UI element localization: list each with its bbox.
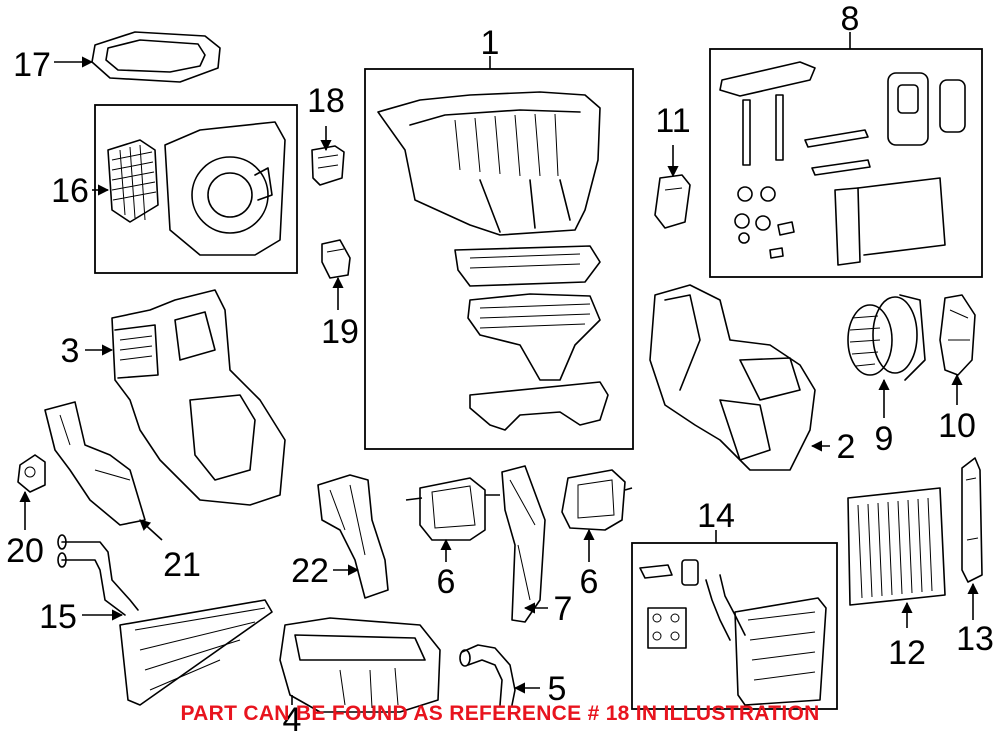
part-8-hardware-kit[interactable] [719,61,966,266]
part-20-clip[interactable] [17,454,46,493]
callout-10: 10 [938,407,976,445]
part-3-case-half[interactable] [111,289,286,506]
box-hvac-case [364,68,634,450]
part-22-duct-panel[interactable] [317,474,389,599]
callout-11: 11 [655,102,690,140]
callout-16: 16 [51,172,89,210]
leader-lines [19,32,979,705]
callout-labels: 1 2 3 4 5 6 6 7 8 9 10 11 12 13 14 15 16… [6,0,994,731]
callout-8: 8 [841,0,860,38]
part-13-filter-door[interactable] [961,457,983,583]
box-blower-housing [94,104,298,274]
part-7-duct-blade[interactable] [501,465,546,623]
part-9-blower-motor[interactable] [847,294,926,381]
part-6-door-right[interactable] [561,469,633,531]
part-1-hvac-case[interactable] [377,91,609,431]
callout-6-left: 6 [437,563,456,601]
box-evaporator [631,542,838,710]
box-hardware-kit [709,48,983,278]
callout-19: 19 [321,313,359,351]
callout-17: 17 [13,46,51,84]
callout-22: 22 [291,552,329,590]
callout-5: 5 [548,670,567,708]
part-6-door-left[interactable] [405,477,500,541]
callout-20: 20 [6,532,44,570]
part-21-duct[interactable] [44,401,146,526]
callout-3: 3 [61,332,80,370]
part-5-drain-hose[interactable] [459,644,516,706]
part-19-actuator[interactable] [321,239,351,279]
callout-14: 14 [697,497,735,535]
callout-1: 1 [481,24,500,62]
leader-21 [139,519,163,541]
part-18-actuator[interactable] [311,145,345,186]
part-4-lower-case[interactable] [279,617,441,713]
callout-13: 13 [956,620,994,658]
callout-18: 18 [307,82,345,120]
part-10-motor-cover[interactable] [939,294,976,376]
part-11-sensor[interactable] [654,174,691,229]
callout-9: 9 [875,420,894,458]
callout-7: 7 [554,590,573,628]
part-14-evaporator[interactable] [639,559,827,706]
callout-2: 2 [837,428,856,466]
callout-21: 21 [163,546,201,584]
part-17-seal[interactable] [91,31,221,83]
part-2-housing[interactable] [649,284,816,471]
part-16-blower-housing[interactable] [107,121,286,256]
reference-note: PART CAN BE FOUND AS REFERENCE # 18 IN I… [180,702,819,725]
callout-15: 15 [39,598,77,636]
part-15-heater-core[interactable] [57,534,273,706]
callout-6-right: 6 [580,563,599,601]
callout-4: 4 [283,701,302,731]
callout-12: 12 [888,634,926,672]
part-12-cabin-filter[interactable] [847,487,946,606]
